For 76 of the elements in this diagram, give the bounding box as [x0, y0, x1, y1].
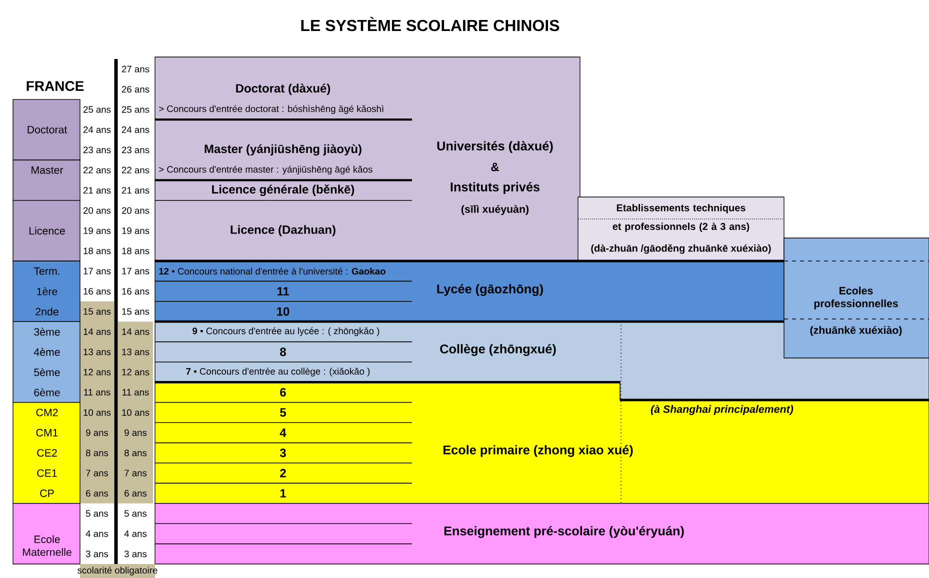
age-label: 17 ans	[122, 268, 150, 274]
age-label: 9 ans	[124, 429, 147, 436]
age-label: 23 ans	[83, 146, 111, 154]
age-label: 16 ans	[84, 288, 111, 295]
age-label: 10 ans	[122, 409, 150, 416]
age-label: 14 ans	[122, 328, 150, 335]
grade-row: Licence générale (běnkē)	[212, 184, 354, 196]
age-label: 20 ans	[83, 207, 111, 214]
age-label: 4 ans	[86, 530, 108, 537]
age-label: 12 ans	[84, 368, 111, 376]
grade-row: 4	[280, 428, 286, 437]
age-label: 10 ans	[84, 409, 111, 416]
age-label: 21 ans	[83, 187, 111, 194]
note: (à Shanghai principalement)	[650, 404, 794, 416]
age-label: 23 ans	[122, 146, 150, 154]
france-level-box: 3ème 4ème 5ème 6ème	[12, 321, 80, 403]
age-label: 24 ans	[122, 126, 150, 133]
age-label: 5 ans	[124, 510, 147, 517]
grade-row: 10	[277, 307, 290, 316]
age-label: 22 ans	[122, 166, 150, 174]
age-label: 7 ans	[124, 470, 147, 476]
age-label: 14 ans	[84, 328, 111, 335]
grade-row: 9 • Concours d'entrée au lycée : ( zhōngkǎo )	[192, 327, 380, 336]
grade-row: 2	[280, 468, 286, 478]
age-label: 24 ans	[83, 126, 111, 133]
age-label: 18 ans	[122, 248, 150, 254]
age-label: 4 ans	[124, 530, 147, 537]
age-label: 3 ans	[124, 550, 147, 558]
age-label: 27 ans	[122, 66, 150, 72]
age-label: 25 ans	[122, 106, 150, 113]
age-label: 16 ans	[122, 288, 150, 295]
grade-row: 11	[277, 287, 289, 296]
age-label: 9 ans	[86, 429, 108, 436]
age-label: 5 ans	[86, 510, 108, 517]
age-label: 22 ans	[83, 166, 111, 174]
age-label: 12 ans	[122, 368, 150, 376]
age-label: 11 ans	[84, 389, 110, 396]
age-label: 8 ans	[124, 450, 147, 456]
france-level-box: Doctorat	[12, 99, 80, 160]
grade-row: Doctorat (dàxué)	[236, 84, 330, 95]
title: LE SYSTÈME SCOLAIRE CHINOIS	[301, 16, 560, 32]
grade-row: 5	[280, 408, 286, 417]
age-label: 6 ans	[124, 490, 147, 497]
france-level-box: Ecole Maternelle	[12, 503, 80, 564]
age-label: 6 ans	[86, 490, 108, 497]
age-label: 18 ans	[84, 248, 111, 254]
grade-row: Licence (Dazhuan)	[230, 225, 336, 236]
grade-row: 8	[280, 348, 286, 356]
age-label: 11 ans	[122, 389, 149, 396]
france-level-box: CM2 CM1 CE2 CE1 CP	[12, 402, 80, 504]
age-label: 15 ans	[122, 308, 150, 315]
age-label: 19 ans	[122, 227, 150, 234]
france-level-box: Master	[12, 160, 80, 201]
school-stage-band: Enseignement pré-scolaire (yòu'éryuán)	[154, 503, 929, 564]
age-label: 19 ans	[84, 227, 111, 234]
institution-box: Etablissements techniques et professionnels (2 à 3 ans) (dà-zhuān /gāoděng zhuānkē xuéxiào)	[578, 196, 784, 262]
age-label: 20 ans	[122, 207, 150, 214]
grade-row: 3	[280, 448, 286, 458]
grade-row: > Concours d'entrée master : yánjiūshēng āgé kǎos	[159, 166, 372, 174]
age-label: 7 ans	[86, 470, 108, 476]
age-label: 13 ans	[84, 348, 111, 356]
age-label: 15 ans	[84, 308, 111, 315]
age-label: 13 ans	[122, 348, 150, 356]
grade-row: 7 • Concours d'entrée au collège : (xiǎokǎo )	[186, 368, 370, 376]
france-level-box: Licence	[12, 200, 80, 262]
institution-box: Ecoles professionnelles (zhuānkē xuéxiào)	[784, 238, 929, 358]
age-label: 26 ans	[122, 86, 150, 93]
grade-row: Master (yánjiūshēng jiàoyù)	[204, 144, 362, 156]
grade-row: 6	[280, 388, 286, 397]
france-level-box: Term. 1ère 2nde	[12, 260, 80, 322]
grade-row: 1	[280, 489, 286, 498]
age-label: 21 ans	[122, 187, 150, 194]
age-label: 17 ans	[84, 268, 111, 274]
grade-row: > Concours d'entrée doctorat : bóshìshēng āgé kǎoshì	[159, 105, 384, 114]
compulsory-schooling-label: scolarité obligatoire	[78, 564, 158, 578]
grade-row: 12 • Concours national d'entrée à l'université : Gaokao	[159, 268, 386, 275]
